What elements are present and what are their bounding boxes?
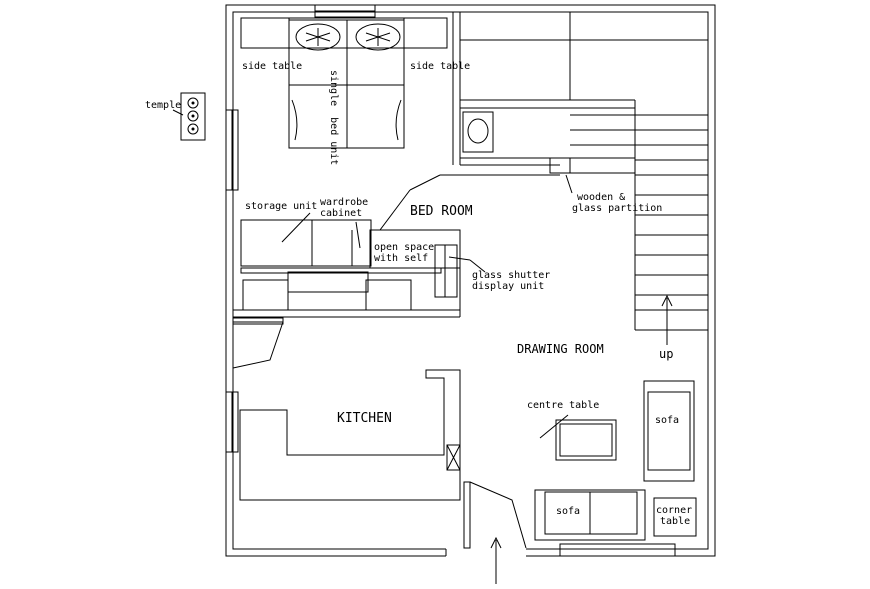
entrance-door — [463, 481, 527, 584]
label-up: up — [659, 347, 673, 361]
label-wardrobe: wardrobe cabinet — [320, 197, 374, 219]
temple — [172, 92, 206, 141]
label-wooden-partition: wooden & glass partition — [572, 192, 662, 214]
centre-table — [539, 414, 617, 461]
glass-shutter-display-unit — [434, 244, 458, 298]
label-storage-unit: storage unit — [245, 201, 317, 212]
label-temple: temple — [145, 100, 181, 111]
storage-wardrobe — [240, 219, 461, 311]
bed-unit — [240, 17, 448, 149]
label-bed-unit: single bed unit — [328, 70, 339, 165]
label-corner-table: corner table — [656, 505, 698, 527]
front-step — [559, 543, 676, 557]
outer-walls — [225, 4, 716, 558]
label-drawing-room: DRAWING ROOM — [517, 342, 604, 356]
label-open-space: open space with self — [374, 242, 440, 264]
label-sofa-bottom: sofa — [556, 506, 580, 517]
label-side-table-left: side table — [242, 61, 302, 72]
label-centre-table: centre table — [527, 400, 599, 411]
wooden-glass-partition — [549, 157, 636, 174]
label-side-table-right: side table — [410, 61, 470, 72]
kitchen — [232, 317, 461, 501]
staircase — [570, 99, 708, 345]
label-sofa-right: sofa — [655, 415, 679, 426]
sofa-bottom — [534, 489, 646, 541]
sofa-right — [643, 380, 695, 482]
label-bed-room: BED ROOM — [410, 204, 473, 219]
corner-table — [653, 497, 697, 537]
label-glass-shutter: glass shutter display unit — [472, 270, 556, 292]
label-kitchen: KITCHEN — [337, 411, 392, 426]
leader-lines — [281, 174, 573, 273]
bathroom — [459, 12, 708, 159]
